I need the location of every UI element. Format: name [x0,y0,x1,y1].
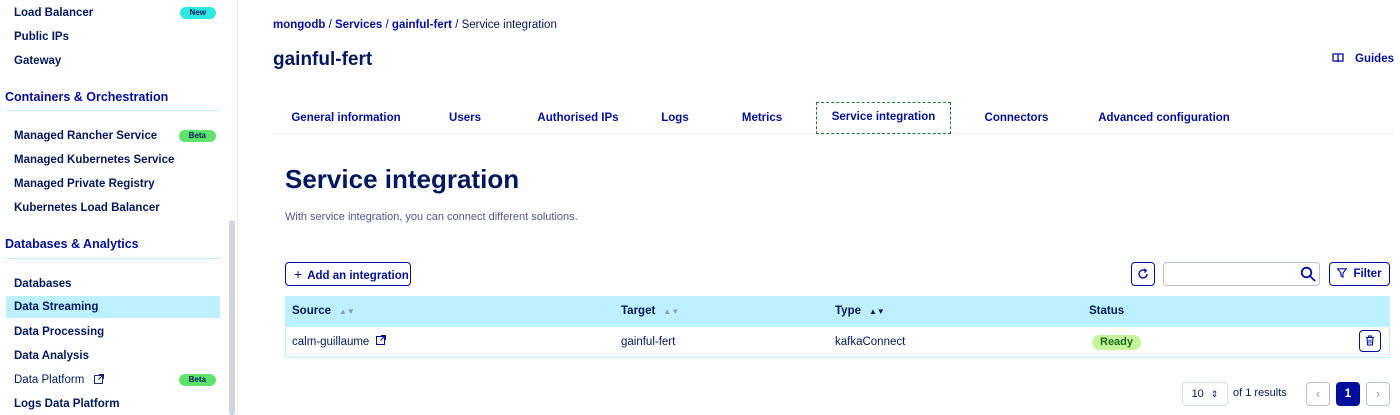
breadcrumb-current: Service integration [461,19,557,31]
tab-advanced-configuration[interactable]: Advanced configuration [1098,112,1230,124]
sidebar-item-label: Databases [14,278,72,290]
column-header-type[interactable]: Type ▲▼ [835,296,885,327]
sidebar-item-data-platform[interactable]: Data Platform Beta [14,370,218,390]
tab-service-integration[interactable]: Service integration [816,102,951,134]
breadcrumb-link-mongodb[interactable]: mongodb [273,19,326,31]
sidebar-item-label: Data Streaming [14,301,99,313]
guides-label: Guides [1355,53,1394,65]
sidebar-item-data-analysis[interactable]: Data Analysis [14,346,218,366]
filter-button[interactable]: Filter [1329,262,1390,286]
page-title: gainful-fert [273,49,373,70]
sidebar-item-public-ips[interactable]: Public IPs [14,27,218,47]
sidebar-item-label: Managed Rancher Service [14,130,158,142]
source-cell: calm-guillaume [292,327,386,358]
page-size-value: 10 [1191,388,1204,400]
breadcrumb-separator: / [328,19,332,31]
refresh-icon [1138,268,1148,279]
tab-users[interactable]: Users [449,112,481,124]
status-badge: Ready [1092,335,1142,350]
tab-general-information[interactable]: General information [291,112,401,124]
sort-icon: ▲▼ [869,307,885,316]
external-link-icon [93,374,104,384]
breadcrumb-link-service[interactable]: gainful-fert [391,19,452,31]
filter-icon [1336,268,1349,278]
add-integration-button[interactable]: + Add an integration [285,262,411,286]
previous-page-button[interactable]: ‹ [1306,382,1330,406]
sidebar-item-label: Gateway [14,55,62,67]
column-header-source[interactable]: Source ▲▼ [292,296,355,327]
filter-label: Filter [1353,268,1382,280]
sidebar-item-label: Kubernetes Load Balancer [14,202,160,214]
sidebar-item-label: Managed Private Registry [14,178,155,190]
sidebar-item-label: Load Balancer [14,7,94,19]
source-link[interactable]: calm-guillaume [292,336,370,348]
breadcrumb: mongodb / Services / gainful-fert / Serv… [273,19,557,31]
sidebar-item-data-processing[interactable]: Data Processing [14,322,218,342]
results-count: of 1 results [1233,387,1287,399]
book-icon [1332,53,1344,63]
sidebar: Load Balancer New Public IPs Gateway Con… [0,0,238,415]
chevron-updown-icon: ⇕ [1210,389,1219,399]
sidebar-item-label: Logs Data Platform [14,398,120,410]
integrations-table: Source ▲▼ Target ▲▼ Type ▲▼ Status calm-gui… [285,296,1390,358]
type-cell: kafkaConnect [835,336,906,348]
page-button-current[interactable]: 1 [1336,382,1360,406]
column-header-status: Status [1089,305,1125,317]
column-header-target[interactable]: Target ▲▼ [621,296,679,327]
sidebar-item-label: Data Processing [14,326,105,338]
next-page-button[interactable]: › [1366,382,1390,406]
sidebar-item-label: Managed Kubernetes Service [14,154,175,166]
tab-bar: General information Users Authorised IPs… [273,102,1395,135]
sidebar-item-managed-rancher[interactable]: Managed Rancher Service Beta [14,126,218,146]
tab-logs[interactable]: Logs [661,112,689,124]
column-label: Target [621,305,656,317]
sidebar-item-managed-kubernetes[interactable]: Managed Kubernetes Service [14,150,218,170]
section-description: With service integration, you can connec… [285,211,578,223]
sidebar-item-private-registry[interactable]: Managed Private Registry [14,174,218,194]
sidebar-item-label: Data Platform [14,374,85,386]
page-size-select[interactable]: 10 ⇕ [1182,382,1228,406]
tab-authorised-ips[interactable]: Authorised IPs [537,112,619,124]
sidebar-item-label: Public IPs [14,31,69,43]
breadcrumb-link-services[interactable]: Services [334,19,383,31]
sidebar-item-kubernetes-lb[interactable]: Kubernetes Load Balancer [14,198,218,218]
delete-button[interactable] [1359,330,1381,352]
section-divider [5,110,220,111]
sidebar-section-databases: Databases & Analytics [5,237,139,251]
refresh-button[interactable] [1131,262,1155,286]
sidebar-item-databases[interactable]: Databases [14,274,218,294]
tab-connectors[interactable]: Connectors [984,112,1049,124]
section-title: Service integration [285,164,520,194]
add-integration-label: Add an integration [307,270,409,282]
chevron-left-icon: ‹ [1315,386,1321,401]
tab-metrics[interactable]: Metrics [741,112,783,124]
guides-button[interactable]: Guides [1332,53,1394,65]
sidebar-scrollbar[interactable] [229,220,235,415]
breadcrumb-separator: / [385,19,389,31]
plus-icon: + [294,266,303,282]
new-badge: New [179,7,216,19]
sidebar-section-containers: Containers & Orchestration [5,90,169,104]
table-row: calm-guillaume gainful-fert kafkaConnect… [285,327,1390,358]
sidebar-item-logs-data-platform[interactable]: Logs Data Platform [14,394,218,414]
beta-badge: Beta [178,374,216,386]
external-link-icon[interactable] [375,335,386,345]
target-cell: gainful-fert [621,336,676,348]
sort-icon: ▲▼ [339,307,355,316]
sidebar-item-gateway[interactable]: Gateway [14,51,218,71]
breadcrumb-separator: / [455,19,459,31]
section-divider [5,258,220,259]
sidebar-item-label: Data Analysis [14,350,89,362]
sidebar-item-load-balancer[interactable]: Load Balancer New [14,3,218,23]
sort-icon: ▲▼ [663,307,680,316]
chevron-right-icon: › [1375,386,1381,401]
trash-icon [1366,335,1374,346]
search-input[interactable] [1163,262,1320,286]
column-label: Source [292,305,331,317]
beta-badge: Beta [178,130,216,142]
column-label: Type [835,305,861,317]
sidebar-item-data-streaming[interactable]: Data Streaming [6,296,220,318]
table-header: Source ▲▼ Target ▲▼ Type ▲▼ Status [285,296,1390,327]
search-icon[interactable] [1300,266,1316,282]
